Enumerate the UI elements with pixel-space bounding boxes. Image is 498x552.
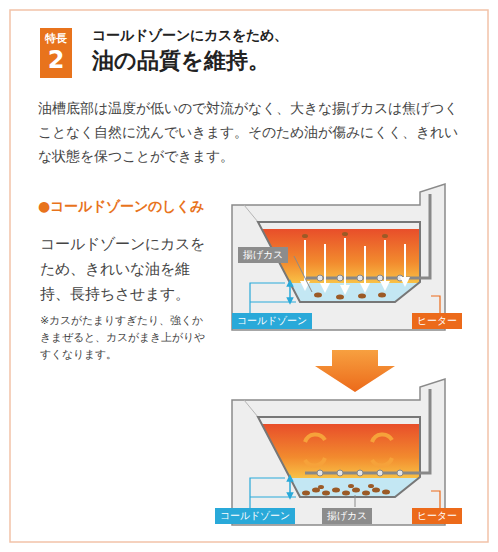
tag-label: ヒーター (417, 509, 457, 523)
tag-label: コールドゾーン (237, 314, 307, 328)
body-paragraph: 油槽底部は温度が低いので対流がなく、大きな揚げカスは焦げつくことなく自然に沈んで… (38, 96, 462, 168)
section-heading: ●コールドゾーンのしくみ (38, 197, 204, 215)
badge-number: 2 (42, 46, 70, 74)
feature-badge: 特長2 (40, 28, 72, 78)
tag-label: 揚げカス (327, 509, 367, 523)
badge-label: 特長 (42, 32, 70, 46)
heater-tag: ヒーター (412, 313, 462, 329)
tag-label: コールドゾーン (220, 509, 290, 523)
cold-zone-tag: コールドゾーン (232, 313, 312, 329)
section-body: コールドゾーンにカスをため、きれいな油を維持、長持ちさせます。 (40, 232, 208, 307)
note-text: ※カスがたまりすぎたり、強くかきまぜると、カスがまき上がりやすくなります。 (40, 312, 208, 363)
heater-tag: ヒーター (412, 508, 462, 524)
feature-subtitle: コールドゾーンにカスをため、 (92, 26, 288, 44)
debris-tag: 揚げカス (322, 508, 372, 524)
tag-label: ヒーター (417, 314, 457, 328)
tag-label: 揚げカス (243, 248, 283, 262)
cold-zone-tag: コールドゾーン (215, 508, 295, 524)
feature-title: 油の品質を維持。 (92, 46, 270, 76)
debris-tag: 揚げカス (238, 247, 288, 263)
